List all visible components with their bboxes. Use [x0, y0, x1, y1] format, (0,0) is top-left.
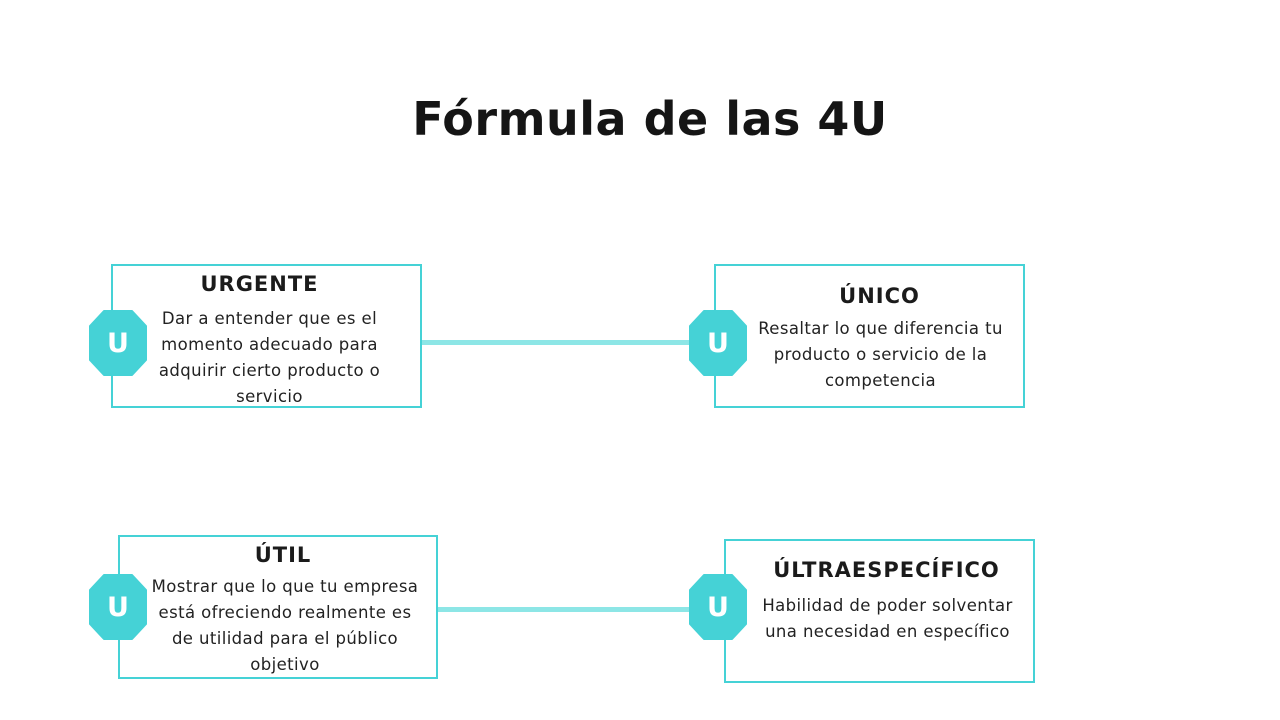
card-title: ÚNICO [839, 284, 920, 308]
card-ultraespecifico: ÚLTRAESPECÍFICO Habilidad de poder solve… [724, 539, 1035, 683]
card-description: Resaltar lo que diferencia tu producto o… [758, 319, 1003, 390]
connector-bottom [436, 607, 692, 612]
card-description: Mostrar que lo que tu empresa está ofrec… [151, 577, 419, 674]
card-description: Habilidad de poder solventar una necesid… [762, 596, 1013, 641]
card-urgente: URGENTE Dar a entender que es el momento… [111, 264, 422, 408]
u-badge-icon: U [689, 310, 747, 376]
card-util: ÚTIL Mostrar que lo que tu empresa está … [118, 535, 438, 679]
u-badge-icon: U [689, 574, 747, 640]
card-unico: ÚNICO Resaltar lo que diferencia tu prod… [714, 264, 1025, 408]
card-title: ÚLTRAESPECÍFICO [773, 558, 1000, 582]
card-title: ÚTIL [254, 543, 312, 567]
connector-top [420, 340, 692, 345]
card-description: Dar a entender que es el momento adecuad… [158, 309, 381, 406]
u-badge-icon: U [89, 310, 147, 376]
card-title: URGENTE [200, 272, 319, 296]
page-title: Fórmula de las 4U [412, 92, 888, 146]
u-badge-icon: U [89, 574, 147, 640]
